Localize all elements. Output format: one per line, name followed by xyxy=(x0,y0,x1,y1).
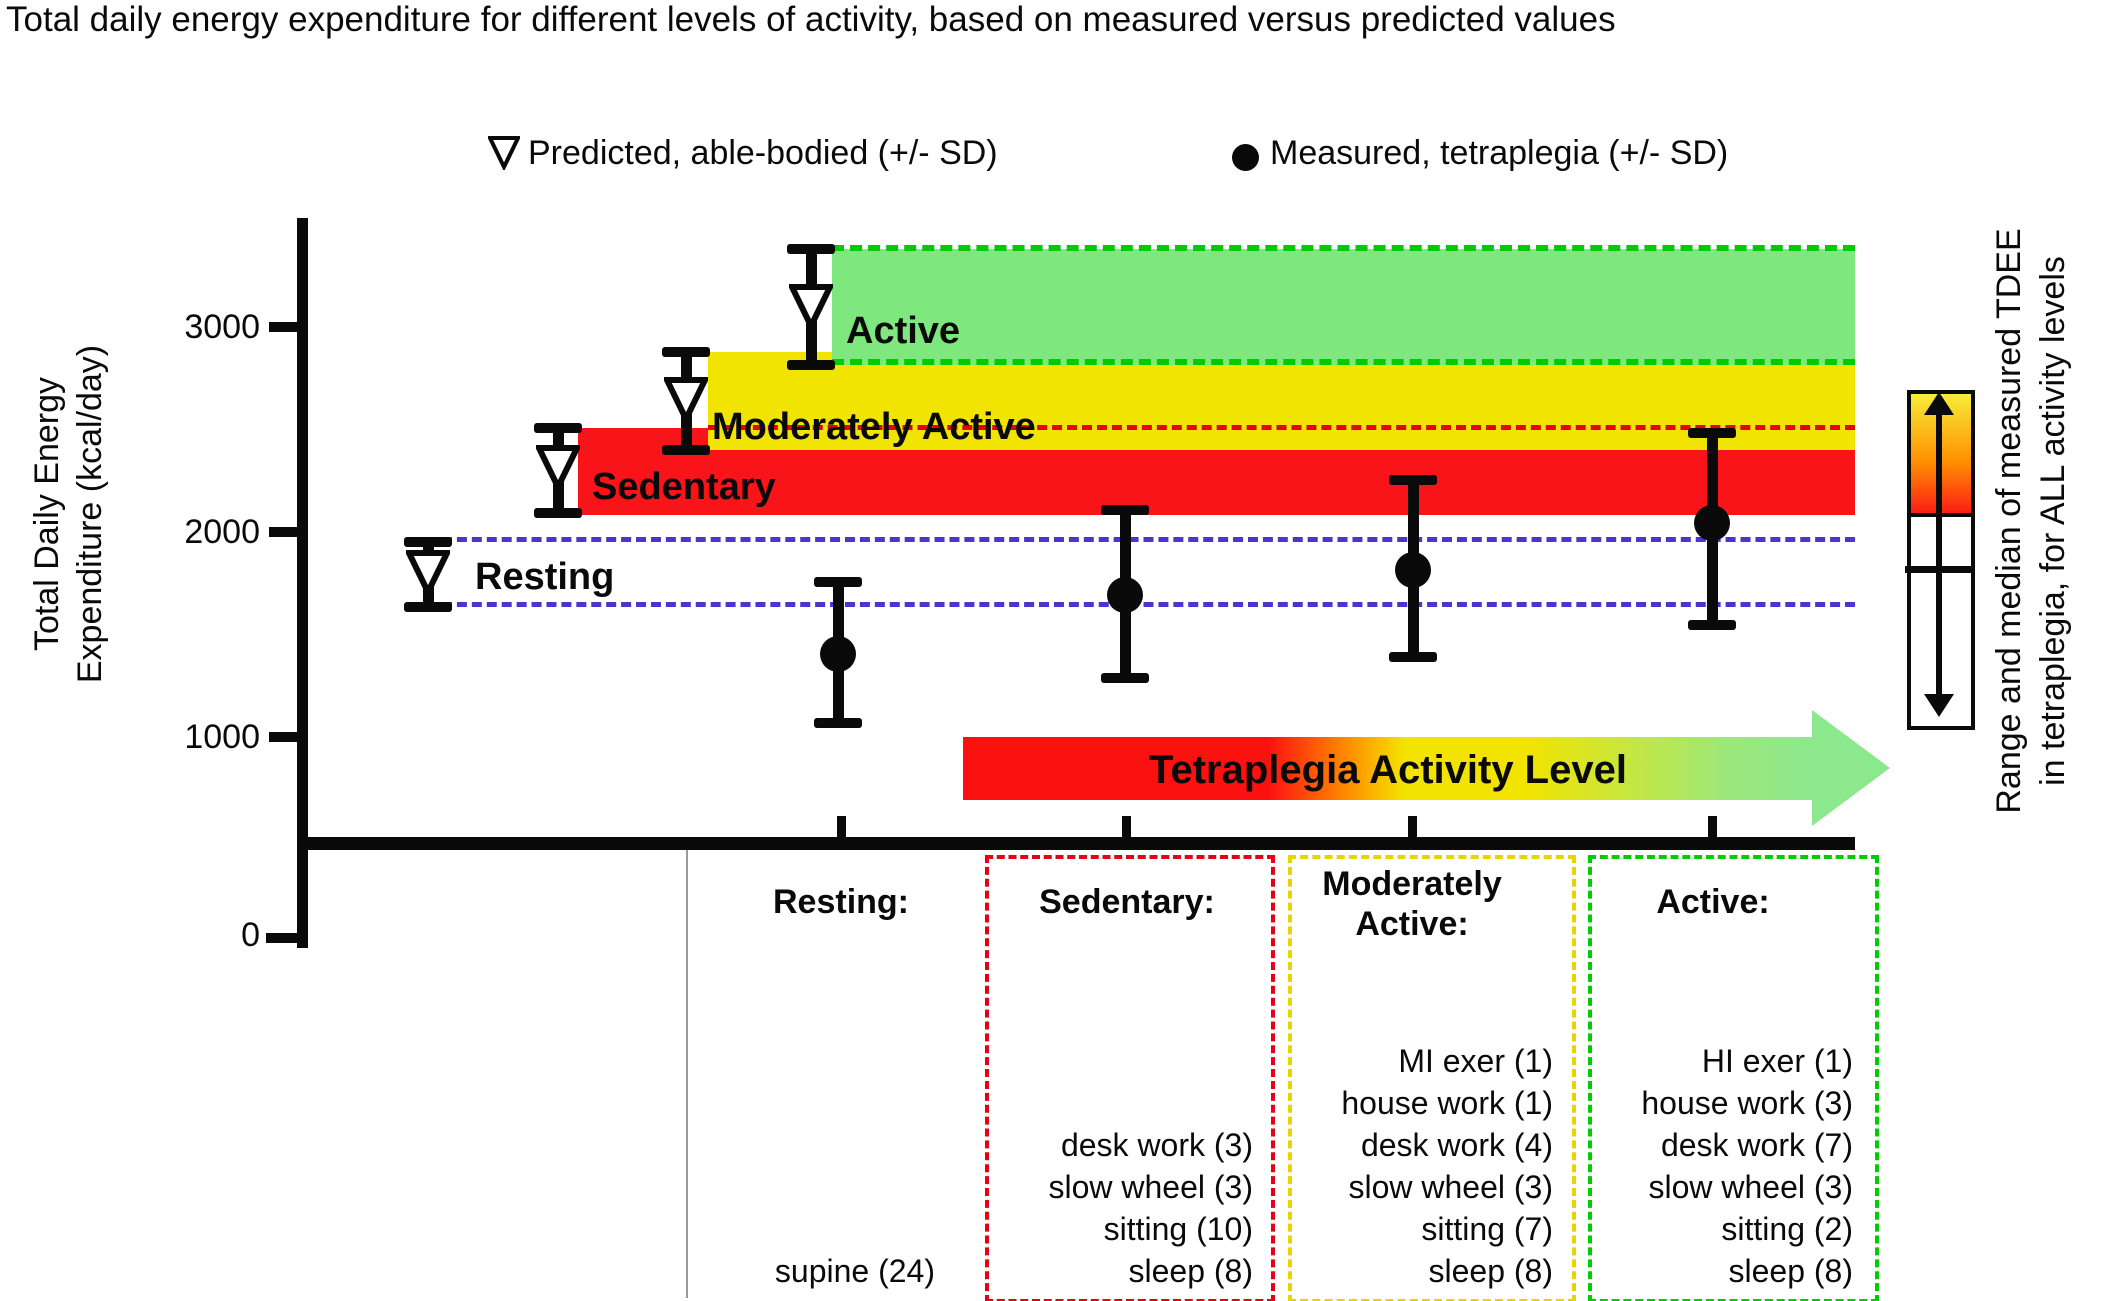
active-activity-box xyxy=(1588,855,1879,1301)
active-band-bottom-dashed-line xyxy=(832,359,1855,365)
list-item: slow wheel (3) xyxy=(1348,1169,1553,1205)
predicted-active-triangle-icon xyxy=(789,284,833,330)
resting-group-header: Resting: xyxy=(773,883,909,921)
list-item: MI exer (1) xyxy=(1398,1043,1553,1079)
active-activity-list: HI exer (1) house work (3) desk work (7)… xyxy=(1603,1040,1853,1292)
list-item: sitting (2) xyxy=(1721,1211,1853,1247)
sedentary-band-top-dashed-line xyxy=(708,425,1855,430)
measured-active-point xyxy=(1694,505,1730,541)
sedentary-group-header: Sedentary: xyxy=(1039,883,1215,921)
moderately-active-activity-box xyxy=(1288,855,1576,1301)
x-tick-moderately-active xyxy=(1408,816,1417,837)
resting-activity-list: supine (24) xyxy=(735,1250,935,1292)
active-label: Active xyxy=(846,310,961,352)
list-item: sleep (8) xyxy=(1428,1253,1554,1289)
x-tick-resting xyxy=(837,816,846,837)
y-tick-label-1000: 1000 xyxy=(184,718,260,756)
legend-measured-label: Measured, tetraplegia (+/- SD) xyxy=(1270,134,1729,172)
colorbar-down-arrow-icon xyxy=(1924,694,1954,717)
x-tick-sedentary xyxy=(1122,816,1131,837)
moderately-active-group-header: Moderately Active: xyxy=(1322,865,1502,943)
moderately-active-activity-list: MI exer (1) house work (1) desk work (4)… xyxy=(1303,1040,1553,1292)
legend-predicted-label: Predicted, able-bodied (+/- SD) xyxy=(528,134,998,172)
y-tick-label-0: 0 xyxy=(241,916,260,954)
measured-sedentary-point xyxy=(1107,577,1143,613)
list-item: slow wheel (3) xyxy=(1048,1169,1253,1205)
resting-range-upper-dashed-line xyxy=(442,537,1855,542)
list-item: HI exer (1) xyxy=(1701,1043,1853,1079)
active-band-top-dashed-line xyxy=(832,245,1855,251)
y-tick-0 xyxy=(266,933,298,943)
y-tick-1000 xyxy=(269,732,298,742)
list-item: desk work (3) xyxy=(1060,1127,1253,1163)
list-item: desk work (4) xyxy=(1360,1127,1553,1163)
active-band xyxy=(832,249,1855,365)
y-tick-3000 xyxy=(269,322,298,332)
x-axis xyxy=(297,837,1855,850)
colorbar-up-arrow-icon xyxy=(1924,392,1954,415)
predicted-moderately-active-triangle-icon xyxy=(664,377,708,423)
list-item: sitting (7) xyxy=(1421,1211,1553,1247)
list-item: house work (1) xyxy=(1341,1085,1553,1121)
y-axis xyxy=(297,218,308,948)
measured-moderately-active-point xyxy=(1395,552,1431,588)
open-triangle-icon xyxy=(488,136,520,170)
list-item: sleep (8) xyxy=(1128,1253,1254,1289)
list-item: desk work (7) xyxy=(1660,1127,1853,1163)
activity-arrow-head-icon xyxy=(1812,710,1890,826)
active-group-header: Active: xyxy=(1656,883,1770,921)
list-item: supine (24) xyxy=(774,1253,935,1289)
list-item: slow wheel (3) xyxy=(1648,1169,1853,1205)
y-tick-label-2000: 2000 xyxy=(184,513,260,551)
y-tick-2000 xyxy=(269,527,298,537)
y-tick-label-3000: 3000 xyxy=(184,308,260,346)
resting-label: Resting xyxy=(475,556,615,598)
predicted-sedentary-triangle-icon xyxy=(536,445,580,491)
moderately-active-band xyxy=(708,352,1855,450)
sedentary-activity-list: desk work (3) slow wheel (3) sitting (10… xyxy=(1003,1124,1253,1292)
x-tick-active xyxy=(1708,816,1717,837)
list-item: house work (3) xyxy=(1641,1085,1853,1121)
colorbar-range-arrow-shaft xyxy=(1936,400,1942,706)
list-item: sleep (8) xyxy=(1728,1253,1854,1289)
filled-circle-icon xyxy=(1232,144,1259,171)
moderately-active-label: Moderately Active xyxy=(712,406,1036,448)
colorbar-caption: Range and median of measured TDEE in tet… xyxy=(1990,228,2072,814)
page-title: Total daily energy expenditure for diffe… xyxy=(6,0,1616,39)
activity-arrow-body xyxy=(963,737,1813,800)
sedentary-label: Sedentary xyxy=(592,466,776,508)
activity-arrow-label: Tetraplegia Activity Level xyxy=(1149,748,1627,792)
resting-column-divider-line xyxy=(686,850,688,1298)
y-axis-label: Total Daily Energy Expenditure (kcal/day… xyxy=(28,344,109,684)
measured-resting-point xyxy=(820,636,856,672)
list-item: sitting (10) xyxy=(1103,1211,1253,1247)
sedentary-activity-box xyxy=(985,855,1275,1301)
resting-range-lower-dashed-line xyxy=(442,602,1855,607)
predicted-resting-triangle-icon xyxy=(406,550,450,596)
